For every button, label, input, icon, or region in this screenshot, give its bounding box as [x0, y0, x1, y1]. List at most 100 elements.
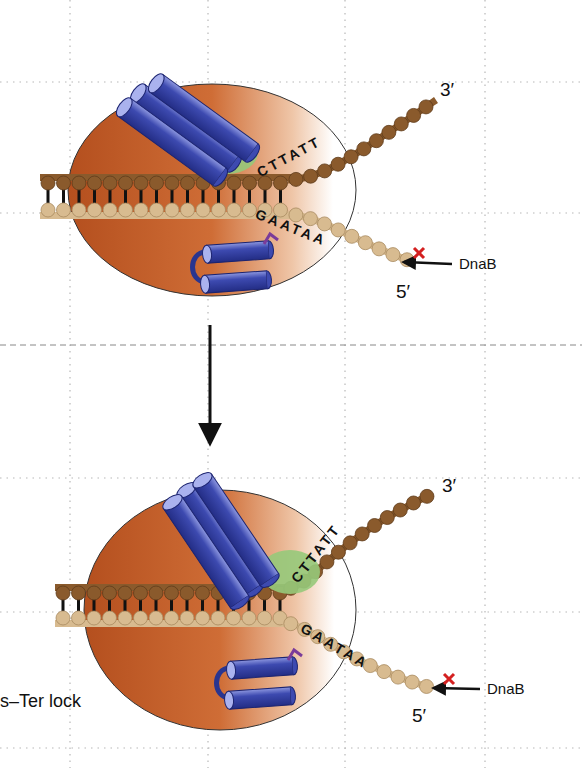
helix-end: [113, 95, 135, 119]
nucleotide-bead: [420, 679, 434, 693]
nucleotide-bead: [196, 611, 210, 625]
helix-end: [145, 71, 167, 95]
nucleotide-bead: [274, 176, 288, 190]
base-pair-rung: [201, 599, 204, 611]
nucleotide-bead: [394, 117, 408, 131]
base-pair-rung: [77, 599, 80, 611]
block-mark: [444, 674, 454, 684]
base-pair-rung: [124, 599, 127, 611]
helix-body: [230, 657, 293, 679]
nucleotide-bead: [119, 176, 133, 190]
nucleotide-bead: [344, 150, 358, 164]
base-pair-rung: [93, 189, 96, 203]
base-pair-rung: [62, 599, 65, 611]
base-pair-rung: [108, 599, 111, 611]
alpha-helix: [160, 492, 251, 613]
nucleotide-bead: [227, 176, 241, 190]
grid-line: [0, 477, 582, 478]
base-pair-rung: [279, 599, 282, 611]
nucleotide-bead: [420, 489, 434, 503]
nucleotide-bead: [134, 611, 148, 625]
nucleotide-bead: [419, 100, 433, 114]
helix-end: [213, 168, 230, 189]
nucleotide-bead: [88, 203, 102, 217]
nucleotide-bead: [72, 176, 86, 190]
nucleotide-bead: [400, 253, 414, 267]
nucleotide-bead: [380, 511, 394, 525]
base-pair-rung: [93, 599, 96, 611]
nucleotide-bead: [56, 611, 70, 625]
side-chain: [288, 650, 302, 660]
helix-end: [200, 275, 210, 294]
block-mark: [414, 248, 424, 258]
helix-end: [292, 657, 298, 675]
nucleotide-bead: [318, 164, 332, 178]
nucleotide-bead: [87, 586, 101, 600]
base-pair-rung: [263, 599, 266, 611]
alpha-helix: [200, 271, 272, 294]
nucleotide-bead: [57, 176, 71, 190]
base-pair-rung: [155, 599, 158, 611]
nucleotide-bead: [180, 586, 194, 600]
side-chain: [264, 234, 278, 244]
nucleotide-bead: [165, 586, 179, 600]
nucleotide-bead: [134, 586, 148, 600]
nucleotide-bead: [355, 527, 369, 541]
alpha-helix: [224, 687, 296, 710]
nucleotide-bead: [358, 236, 372, 250]
helix-body: [204, 271, 267, 293]
helix-end: [290, 687, 296, 705]
helix-end: [226, 661, 236, 680]
helix-end: [224, 691, 234, 710]
nucleotide-bead: [118, 586, 132, 600]
helix-body: [163, 496, 248, 608]
base-pair-rung: [279, 189, 282, 203]
alpha-helix: [145, 71, 262, 165]
nucleotide-bead: [119, 203, 133, 217]
helix-layer: [113, 71, 320, 709]
nucleotide-bead: [118, 611, 132, 625]
grid-line: [0, 81, 582, 82]
nucleotide-bead: [134, 203, 148, 217]
nucleotide-bead: [372, 242, 386, 256]
nucleotide-bead: [377, 665, 391, 679]
grid-line: [0, 747, 582, 748]
strand-label: 5′: [412, 706, 426, 725]
base-pair-rung: [202, 189, 205, 203]
grid-line: [69, 0, 70, 768]
nucleotide-bead: [212, 203, 226, 217]
nucleotide-bead: [41, 203, 55, 217]
dnab-arrow-line: [434, 688, 480, 689]
nucleotide-bead: [243, 176, 257, 190]
base-pair-rung: [78, 189, 81, 203]
helix-body: [206, 241, 269, 263]
nucleotide-bead: [134, 176, 148, 190]
nucleotide-bead: [103, 611, 117, 625]
dnab-arrow: [404, 248, 480, 689]
alpha-helix: [113, 95, 230, 189]
nucleotide-bead: [181, 203, 195, 217]
helix-end: [245, 144, 262, 165]
base-pair-rung: [140, 189, 143, 203]
base-pair-rung: [217, 599, 220, 611]
nucleotide-bead: [386, 248, 400, 262]
nucleotide-bead: [284, 617, 298, 631]
nucleotide-bead: [57, 203, 71, 217]
base-pair-rung: [186, 599, 189, 611]
strand-label: 3′: [442, 476, 456, 495]
nucleotide-bead: [87, 611, 101, 625]
nucleotide-bead: [103, 586, 117, 600]
helix-end: [160, 492, 184, 513]
nucleotide-bead: [88, 176, 102, 190]
strand-label: s–Ter lock: [0, 692, 81, 710]
nucleotide-bead: [407, 108, 421, 122]
nucleotide-bead: [289, 172, 303, 186]
nucleotide-bead: [331, 223, 345, 237]
base-pair-rung: [62, 189, 65, 203]
nucleotide-bead: [407, 496, 421, 510]
nucleotide-bead: [343, 536, 357, 550]
nucleotide-bead: [393, 503, 407, 517]
nucleotide-bead: [391, 670, 405, 684]
helix-body: [228, 687, 291, 709]
